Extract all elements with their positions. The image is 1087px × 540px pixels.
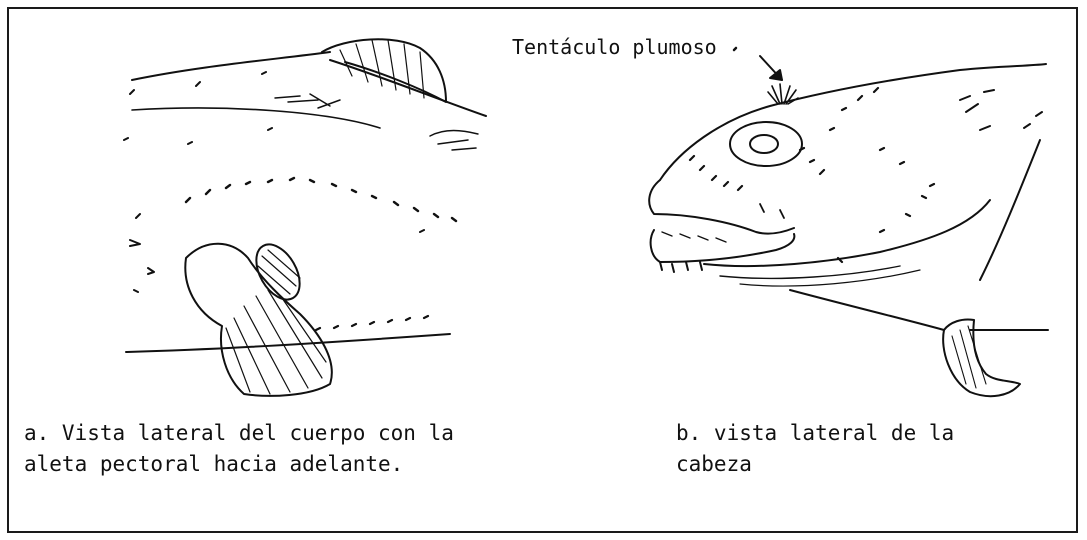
- tentacle-label-line1: Tentáculo: [512, 35, 621, 59]
- eye-inner: [749, 134, 779, 154]
- dorsal-outline: [131, 51, 331, 81]
- head-dorsal-outline: [659, 63, 1047, 181]
- pelvic-fin: [942, 318, 1021, 398]
- panel-b-caption-line1: b. vista lateral de la: [676, 421, 955, 445]
- eye-outer: [729, 121, 803, 167]
- panel-a-caption-line2: aleta pectoral hacia adelante.: [24, 452, 404, 476]
- ventral-outline: [125, 333, 451, 353]
- dorsal-fin: [321, 38, 447, 103]
- operculum-line: [979, 139, 1041, 281]
- panel-a-caption-line1: a. Vista lateral del cuerpo con la: [24, 421, 454, 445]
- arrow-head: [769, 69, 783, 81]
- feathery-tentacle: [767, 83, 799, 105]
- tentacle-label-line2: plumoso: [632, 35, 717, 59]
- oval-patch: [255, 243, 301, 301]
- pectoral-fin: [184, 242, 333, 397]
- ventral-outline-b: [789, 289, 945, 331]
- panel-a-caption: a. Vista lateral del cuerpo con la aleta…: [24, 418, 454, 480]
- panel-b-caption-line2: cabeza: [676, 452, 752, 476]
- lower-jaw: [649, 229, 796, 263]
- upper-jaw: [648, 179, 795, 235]
- tentacle-label: Tentáculo plumoso: [512, 32, 717, 62]
- panel-b-caption: b. vista lateral de la cabeza: [676, 418, 954, 480]
